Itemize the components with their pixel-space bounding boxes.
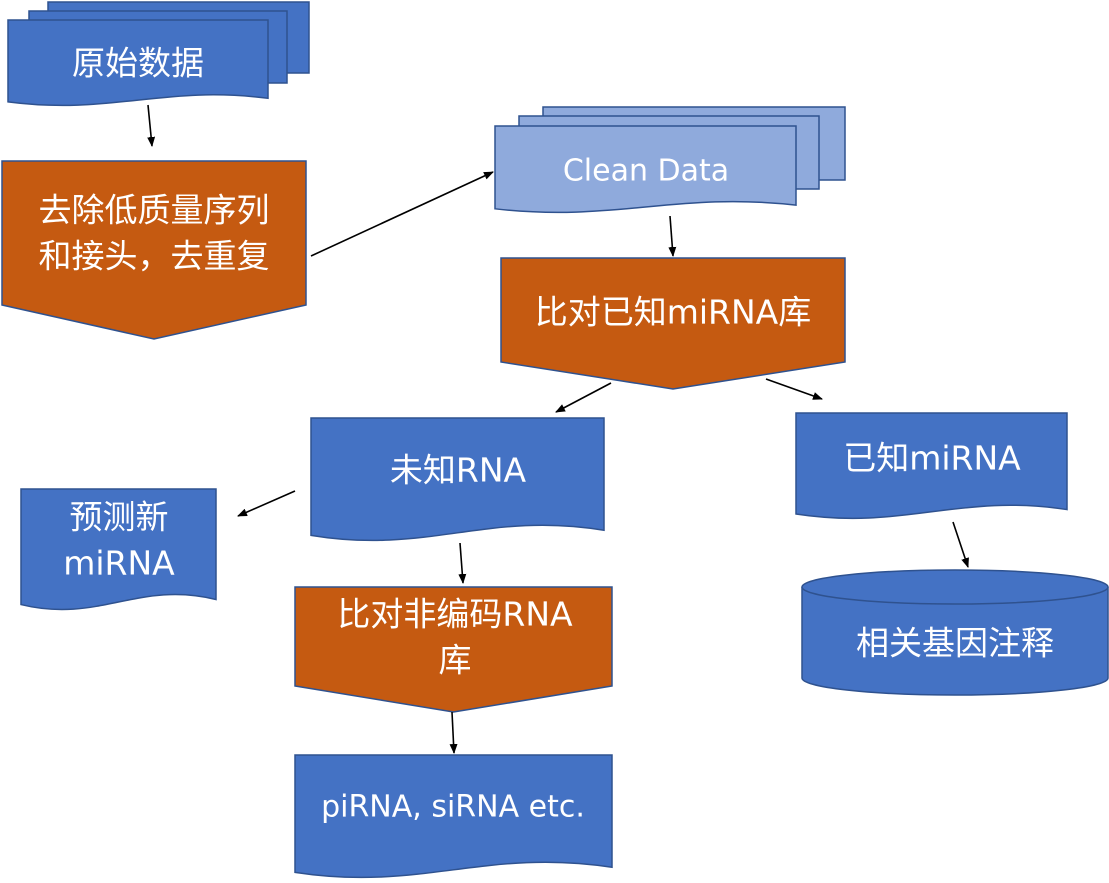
known-mirna-label: 已知miRNA bbox=[843, 439, 1021, 478]
predict-new-node bbox=[20, 488, 217, 611]
other-rna-node bbox=[294, 754, 613, 879]
arrow-known-mirna-to-gene-annotation bbox=[952, 521, 969, 568]
qc-node bbox=[1, 160, 307, 340]
gene-annotation-label: 相关基因注释 bbox=[856, 624, 1054, 663]
align-known-node bbox=[500, 257, 846, 390]
align-ncrna-label-line1: 比对非编码RNA bbox=[337, 595, 573, 634]
arrow-raw-data-to-qc bbox=[147, 104, 156, 147]
raw-data-label: 原始数据 bbox=[72, 44, 204, 83]
predict-new-label-line1: 预测新 bbox=[70, 498, 169, 537]
arrow-clean-data-to-align-known bbox=[668, 215, 677, 257]
gene-annotation-node bbox=[801, 587, 1109, 696]
arrow-unknown-rna-to-align-ncrna bbox=[458, 542, 467, 584]
unknown-rna-node bbox=[310, 417, 605, 542]
arrow-unknown-rna-to-predict-new bbox=[237, 490, 296, 517]
predict-new-label-line2: miRNA bbox=[63, 544, 175, 583]
clean-data-label: Clean Data bbox=[563, 154, 729, 189]
raw-data-node bbox=[7, 19, 269, 107]
align-ncrna-node bbox=[294, 586, 613, 713]
align-known-label: 比对已知miRNA库 bbox=[535, 293, 812, 332]
arrow-qc-to-clean-data bbox=[310, 171, 494, 257]
unknown-rna-label: 未知RNA bbox=[390, 451, 527, 490]
clean-data-node bbox=[494, 125, 797, 214]
qc-label-line1: 去除低质量序列 bbox=[39, 191, 270, 230]
other-rna-label: piRNA, siRNA etc. bbox=[321, 790, 585, 825]
arrow-align-ncrna-to-other-rna bbox=[449, 711, 458, 754]
align-ncrna-label-line2: 库 bbox=[439, 641, 472, 680]
known-mirna-node bbox=[795, 412, 1068, 520]
arrow-align-known-to-known-mirna bbox=[765, 378, 823, 400]
arrow-align-known-to-unknown-rna bbox=[555, 382, 612, 413]
qc-label-line2: 和接头，去重复 bbox=[39, 237, 270, 276]
gene-annotation-node-top bbox=[801, 569, 1109, 605]
